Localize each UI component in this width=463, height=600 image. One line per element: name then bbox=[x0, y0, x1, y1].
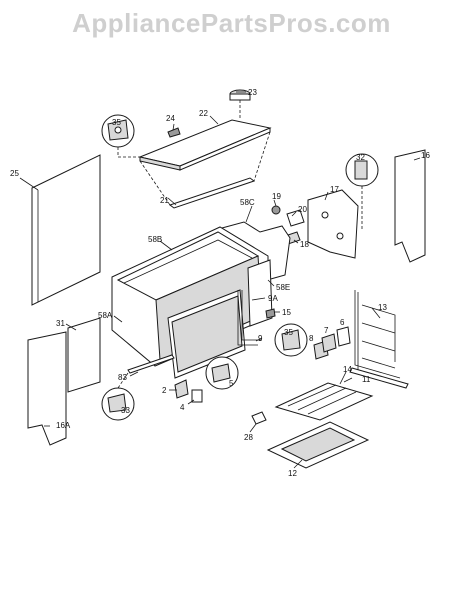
callout-15: 15 bbox=[282, 308, 291, 317]
part-19-screw[interactable] bbox=[271, 205, 281, 215]
callout-18: 18 bbox=[300, 240, 309, 249]
broiler-rack-14[interactable] bbox=[274, 382, 374, 421]
part-6[interactable] bbox=[336, 326, 351, 347]
callout-58E: 58E bbox=[276, 283, 290, 292]
side-panel-31[interactable] bbox=[67, 317, 101, 393]
detail-circle-5[interactable] bbox=[205, 356, 239, 390]
callout-14: 14 bbox=[343, 365, 352, 374]
callout-9A: 9A bbox=[268, 294, 278, 303]
callout-22: 22 bbox=[199, 109, 208, 118]
callout-35-lower: 35 bbox=[284, 328, 293, 337]
part-4-switch[interactable] bbox=[191, 389, 203, 403]
callout-35-top: 35 bbox=[112, 118, 121, 127]
callout-83: 83 bbox=[118, 373, 127, 382]
callout-58A: 58A bbox=[98, 311, 113, 320]
callout-8: 8 bbox=[309, 334, 314, 343]
callout-17: 17 bbox=[330, 185, 339, 194]
callout-16A: 16A bbox=[56, 421, 71, 430]
element-9[interactable] bbox=[237, 290, 262, 346]
insulation-58E[interactable] bbox=[247, 259, 273, 327]
callout-25: 25 bbox=[10, 169, 19, 178]
callout-11: 11 bbox=[362, 375, 371, 384]
callout-33: 33 bbox=[121, 406, 130, 415]
callout-16: 16 bbox=[421, 151, 430, 160]
callout-28: 28 bbox=[244, 433, 253, 442]
broiler-pan-12[interactable] bbox=[266, 421, 370, 469]
side-panel-16A[interactable] bbox=[27, 331, 67, 446]
strip-83[interactable] bbox=[127, 354, 175, 374]
callout-4: 4 bbox=[180, 403, 185, 412]
part-24-clip[interactable] bbox=[167, 127, 181, 138]
callout-6: 6 bbox=[340, 318, 345, 327]
detail-circle-32[interactable] bbox=[345, 153, 379, 187]
side-panel-16[interactable] bbox=[394, 149, 426, 263]
part-20-block[interactable] bbox=[286, 209, 305, 227]
detail-circle-33[interactable] bbox=[101, 387, 135, 421]
back-panel-17[interactable] bbox=[307, 189, 359, 259]
part-15[interactable] bbox=[265, 308, 276, 319]
callout-32: 32 bbox=[356, 153, 365, 162]
part-2-bracket[interactable] bbox=[174, 379, 189, 399]
callout-13: 13 bbox=[378, 303, 387, 312]
detail-circle-35-top[interactable] bbox=[101, 114, 135, 148]
callout-23: 23 bbox=[248, 88, 257, 97]
top-panel-22[interactable] bbox=[138, 119, 272, 171]
callout-7: 7 bbox=[324, 326, 329, 335]
side-panel-25[interactable] bbox=[31, 154, 101, 306]
callout-58B: 58B bbox=[148, 235, 162, 244]
callout-31: 31 bbox=[56, 319, 65, 328]
callout-24: 24 bbox=[166, 114, 175, 123]
detail-circle-35-lower[interactable] bbox=[274, 323, 308, 357]
callout-20: 20 bbox=[298, 205, 307, 214]
part-7[interactable] bbox=[321, 333, 337, 353]
part-23-knob[interactable] bbox=[229, 89, 251, 101]
callout-21: 21 bbox=[160, 196, 169, 205]
callout-58C: 58C bbox=[240, 198, 255, 207]
callout-9: 9 bbox=[258, 334, 263, 343]
callout-19: 19 bbox=[272, 192, 281, 201]
callout-5: 5 bbox=[229, 379, 234, 388]
callout-12: 12 bbox=[288, 469, 297, 478]
callout-2: 2 bbox=[162, 386, 167, 395]
watermark-logo: AppliancePartsPros.com bbox=[72, 8, 391, 38]
part-28[interactable] bbox=[251, 411, 267, 425]
oven-cavity[interactable] bbox=[167, 289, 246, 379]
strip-11[interactable] bbox=[349, 367, 409, 389]
